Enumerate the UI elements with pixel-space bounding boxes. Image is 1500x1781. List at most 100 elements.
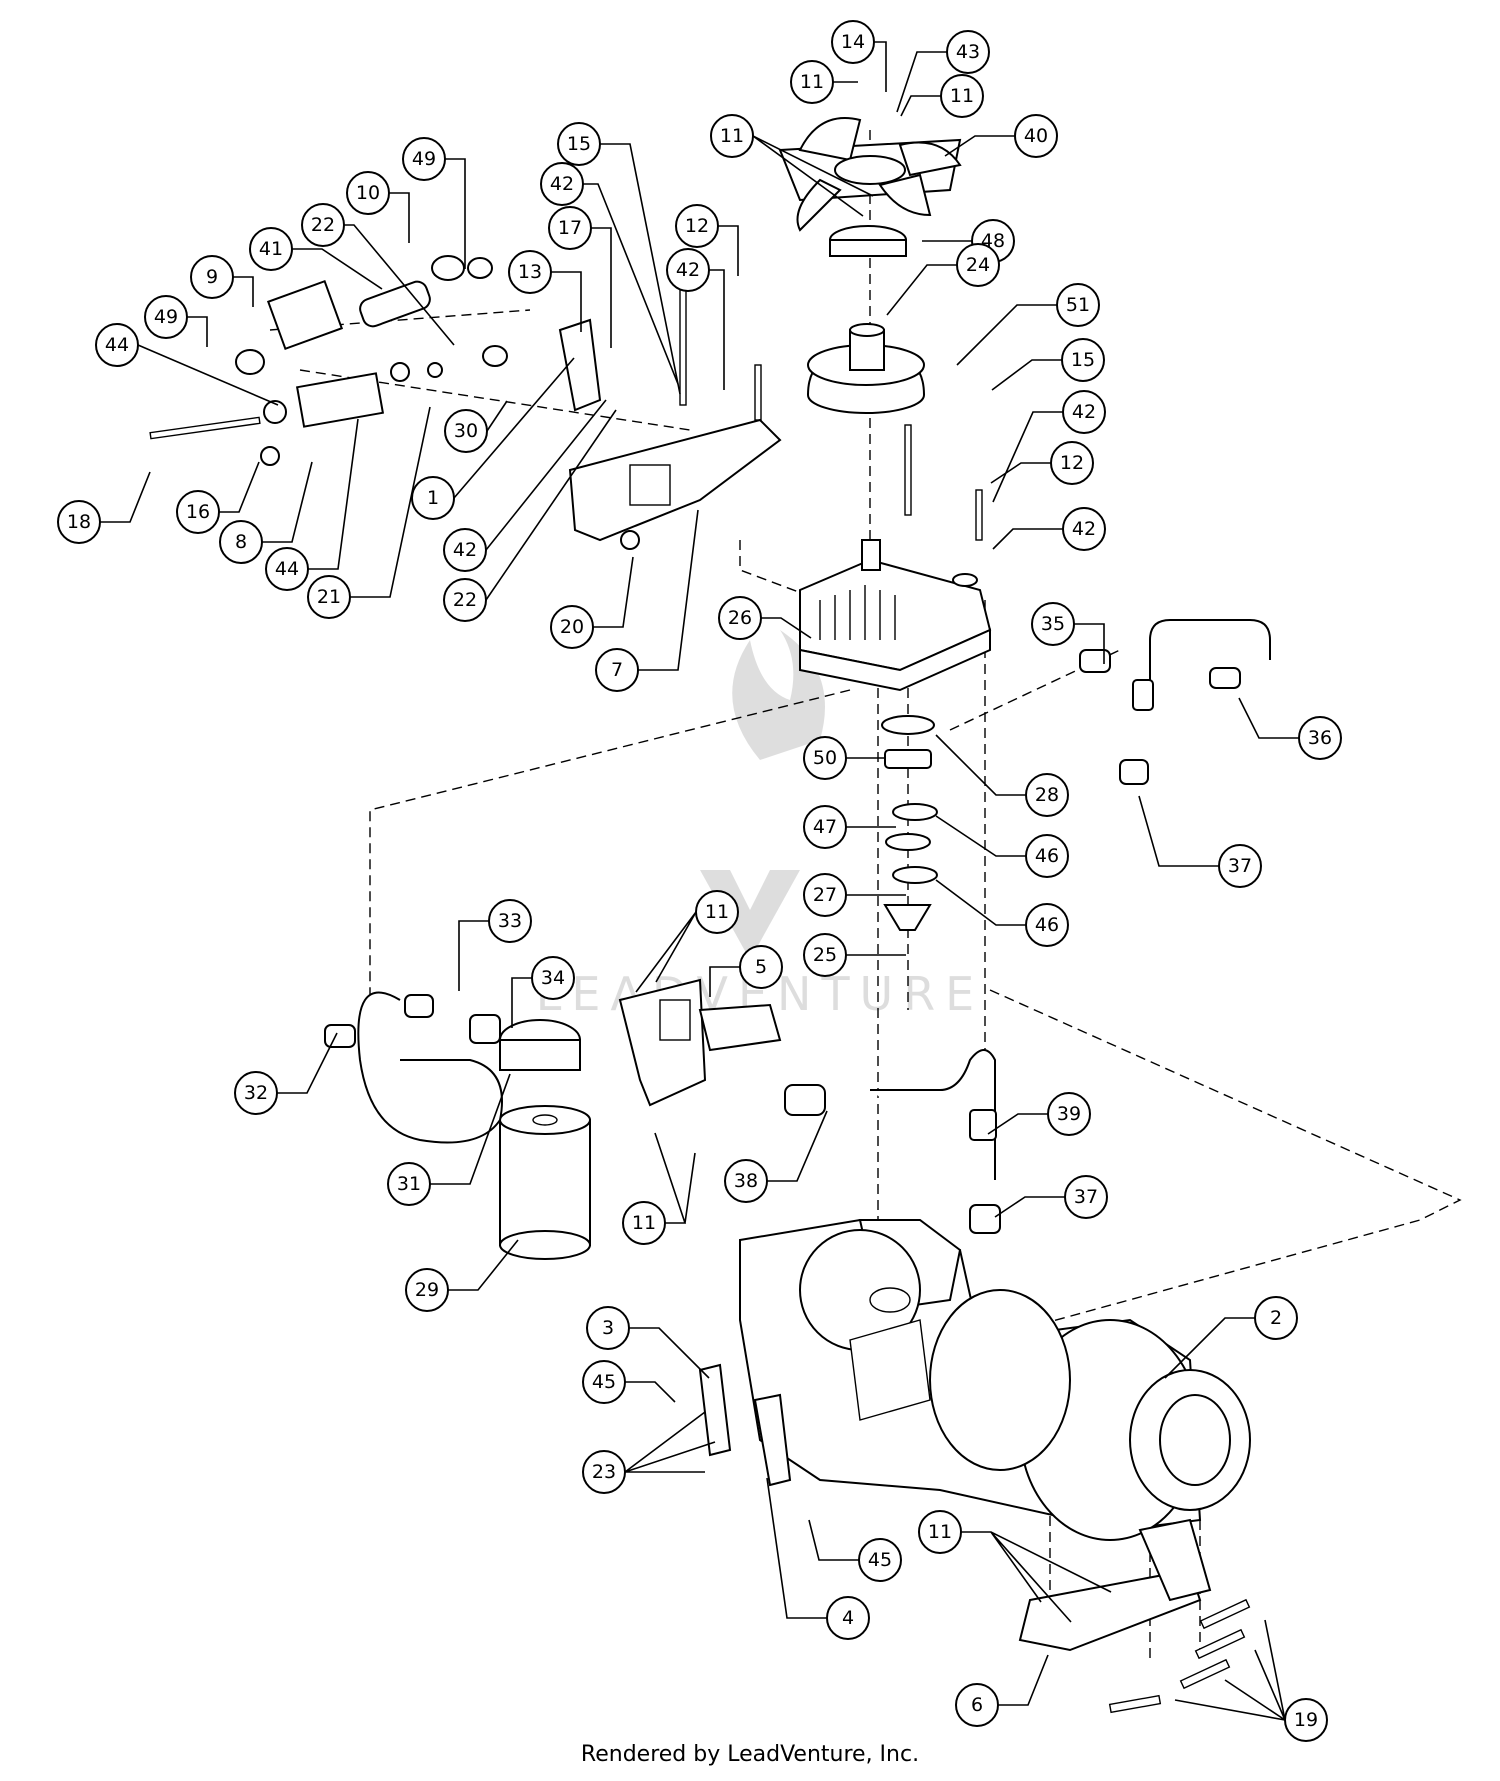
oil-filter xyxy=(499,1105,591,1260)
callout-circle xyxy=(444,409,488,453)
callout-21: 21 xyxy=(307,575,351,619)
callout-label: 34 xyxy=(541,967,565,989)
callout-41: 41 xyxy=(249,227,293,271)
callout-circle xyxy=(557,122,601,166)
callout-12: 12 xyxy=(675,204,719,248)
callout-42: 42 xyxy=(1062,507,1106,551)
callout-circle xyxy=(1025,834,1069,878)
callout-circle xyxy=(1254,1296,1298,1340)
control-arm xyxy=(558,318,602,412)
cooling-fan xyxy=(778,117,962,232)
callout-label: 18 xyxy=(67,511,91,533)
callout-label: 11 xyxy=(800,71,824,93)
callout-label: 26 xyxy=(728,607,752,629)
callout-2: 2 xyxy=(1254,1296,1298,1340)
callout-29: 29 xyxy=(405,1268,449,1312)
callout-47: 47 xyxy=(803,805,847,849)
callout-33: 33 xyxy=(488,899,532,943)
callout-circle xyxy=(411,476,455,520)
callout-label: 30 xyxy=(454,420,478,442)
callout-circle xyxy=(803,873,847,917)
callout-circle xyxy=(946,30,990,74)
transaxle-housing xyxy=(739,1218,1251,1541)
linkage-assembly xyxy=(149,255,640,550)
callout-circle xyxy=(803,736,847,780)
callout-10: 10 xyxy=(346,171,390,215)
callout-circle xyxy=(234,1071,278,1115)
callout-label: 24 xyxy=(966,254,990,276)
callout-12: 12 xyxy=(1050,441,1094,485)
callout-30: 30 xyxy=(444,409,488,453)
callout-label: 5 xyxy=(755,956,767,978)
callout-11: 11 xyxy=(918,1510,962,1554)
callout-label: 15 xyxy=(567,133,591,155)
callout-circle xyxy=(695,890,739,934)
callout-label: 42 xyxy=(1072,518,1096,540)
callout-circle xyxy=(956,243,1000,287)
callout-42: 42 xyxy=(540,162,584,206)
callout-label: 28 xyxy=(1035,784,1059,806)
callout-circle xyxy=(955,1683,999,1727)
callout-circle xyxy=(387,1162,431,1206)
callout-circle xyxy=(1031,602,1075,646)
callout-label: 11 xyxy=(950,85,974,107)
callout-40: 40 xyxy=(1014,114,1058,158)
callout-label: 42 xyxy=(453,539,477,561)
callout-circle xyxy=(443,578,487,622)
callout-circle xyxy=(190,255,234,299)
callout-label: 44 xyxy=(275,558,299,580)
callout-label: 44 xyxy=(105,334,129,356)
callout-circle xyxy=(1056,283,1100,327)
callout-circle xyxy=(540,162,584,206)
callout-label: 11 xyxy=(720,125,744,147)
callout-37: 37 xyxy=(1064,1175,1108,1219)
callout-label: 7 xyxy=(611,659,623,681)
callout-23: 23 xyxy=(582,1450,626,1494)
leader-lines xyxy=(100,41,1299,1721)
callout-circle xyxy=(1064,1175,1108,1219)
callout-9: 9 xyxy=(190,255,234,299)
callout-45: 45 xyxy=(582,1360,626,1404)
callout-circle xyxy=(586,1306,630,1350)
callout-circle xyxy=(724,1159,768,1203)
callout-label: 3 xyxy=(602,1317,614,1339)
callout-label: 23 xyxy=(592,1461,616,1483)
callout-46: 46 xyxy=(1025,903,1069,947)
callout-24: 24 xyxy=(956,243,1000,287)
callout-label: 35 xyxy=(1041,613,1065,635)
callout-22: 22 xyxy=(443,578,487,622)
callout-11: 11 xyxy=(695,890,739,934)
render-credit: Rendered by LeadVenture, Inc. xyxy=(580,1742,920,1767)
callout-42: 42 xyxy=(443,528,487,572)
callout-label: 22 xyxy=(453,589,477,611)
filter-hose xyxy=(357,991,503,1144)
callout-label: 31 xyxy=(397,1173,421,1195)
callout-label: 46 xyxy=(1035,914,1059,936)
callout-circle xyxy=(582,1360,626,1404)
callout-circle xyxy=(1025,903,1069,947)
callout-circle xyxy=(1014,114,1058,158)
callout-circle xyxy=(1284,1698,1328,1742)
callout-circle xyxy=(710,114,754,158)
callout-circle xyxy=(622,1201,666,1245)
callout-circle xyxy=(1047,1092,1091,1136)
callout-label: 33 xyxy=(498,910,522,932)
callout-25: 25 xyxy=(803,933,847,977)
callout-label: 4 xyxy=(842,1607,854,1629)
callout-4: 4 xyxy=(826,1596,870,1640)
callout-label: 14 xyxy=(841,31,865,53)
callout-34: 34 xyxy=(531,956,575,1000)
callout-label: 46 xyxy=(1035,845,1059,867)
callout-label: 16 xyxy=(186,501,210,523)
callout-label: 12 xyxy=(1060,452,1084,474)
callout-44: 44 xyxy=(95,323,139,367)
callout-42: 42 xyxy=(1062,390,1106,434)
callout-label: 11 xyxy=(705,901,729,923)
callout-circle xyxy=(508,250,552,294)
callout-circle xyxy=(548,206,592,250)
callout-20: 20 xyxy=(550,605,594,649)
callout-label: 15 xyxy=(1071,349,1095,371)
callout-circle xyxy=(940,74,984,118)
